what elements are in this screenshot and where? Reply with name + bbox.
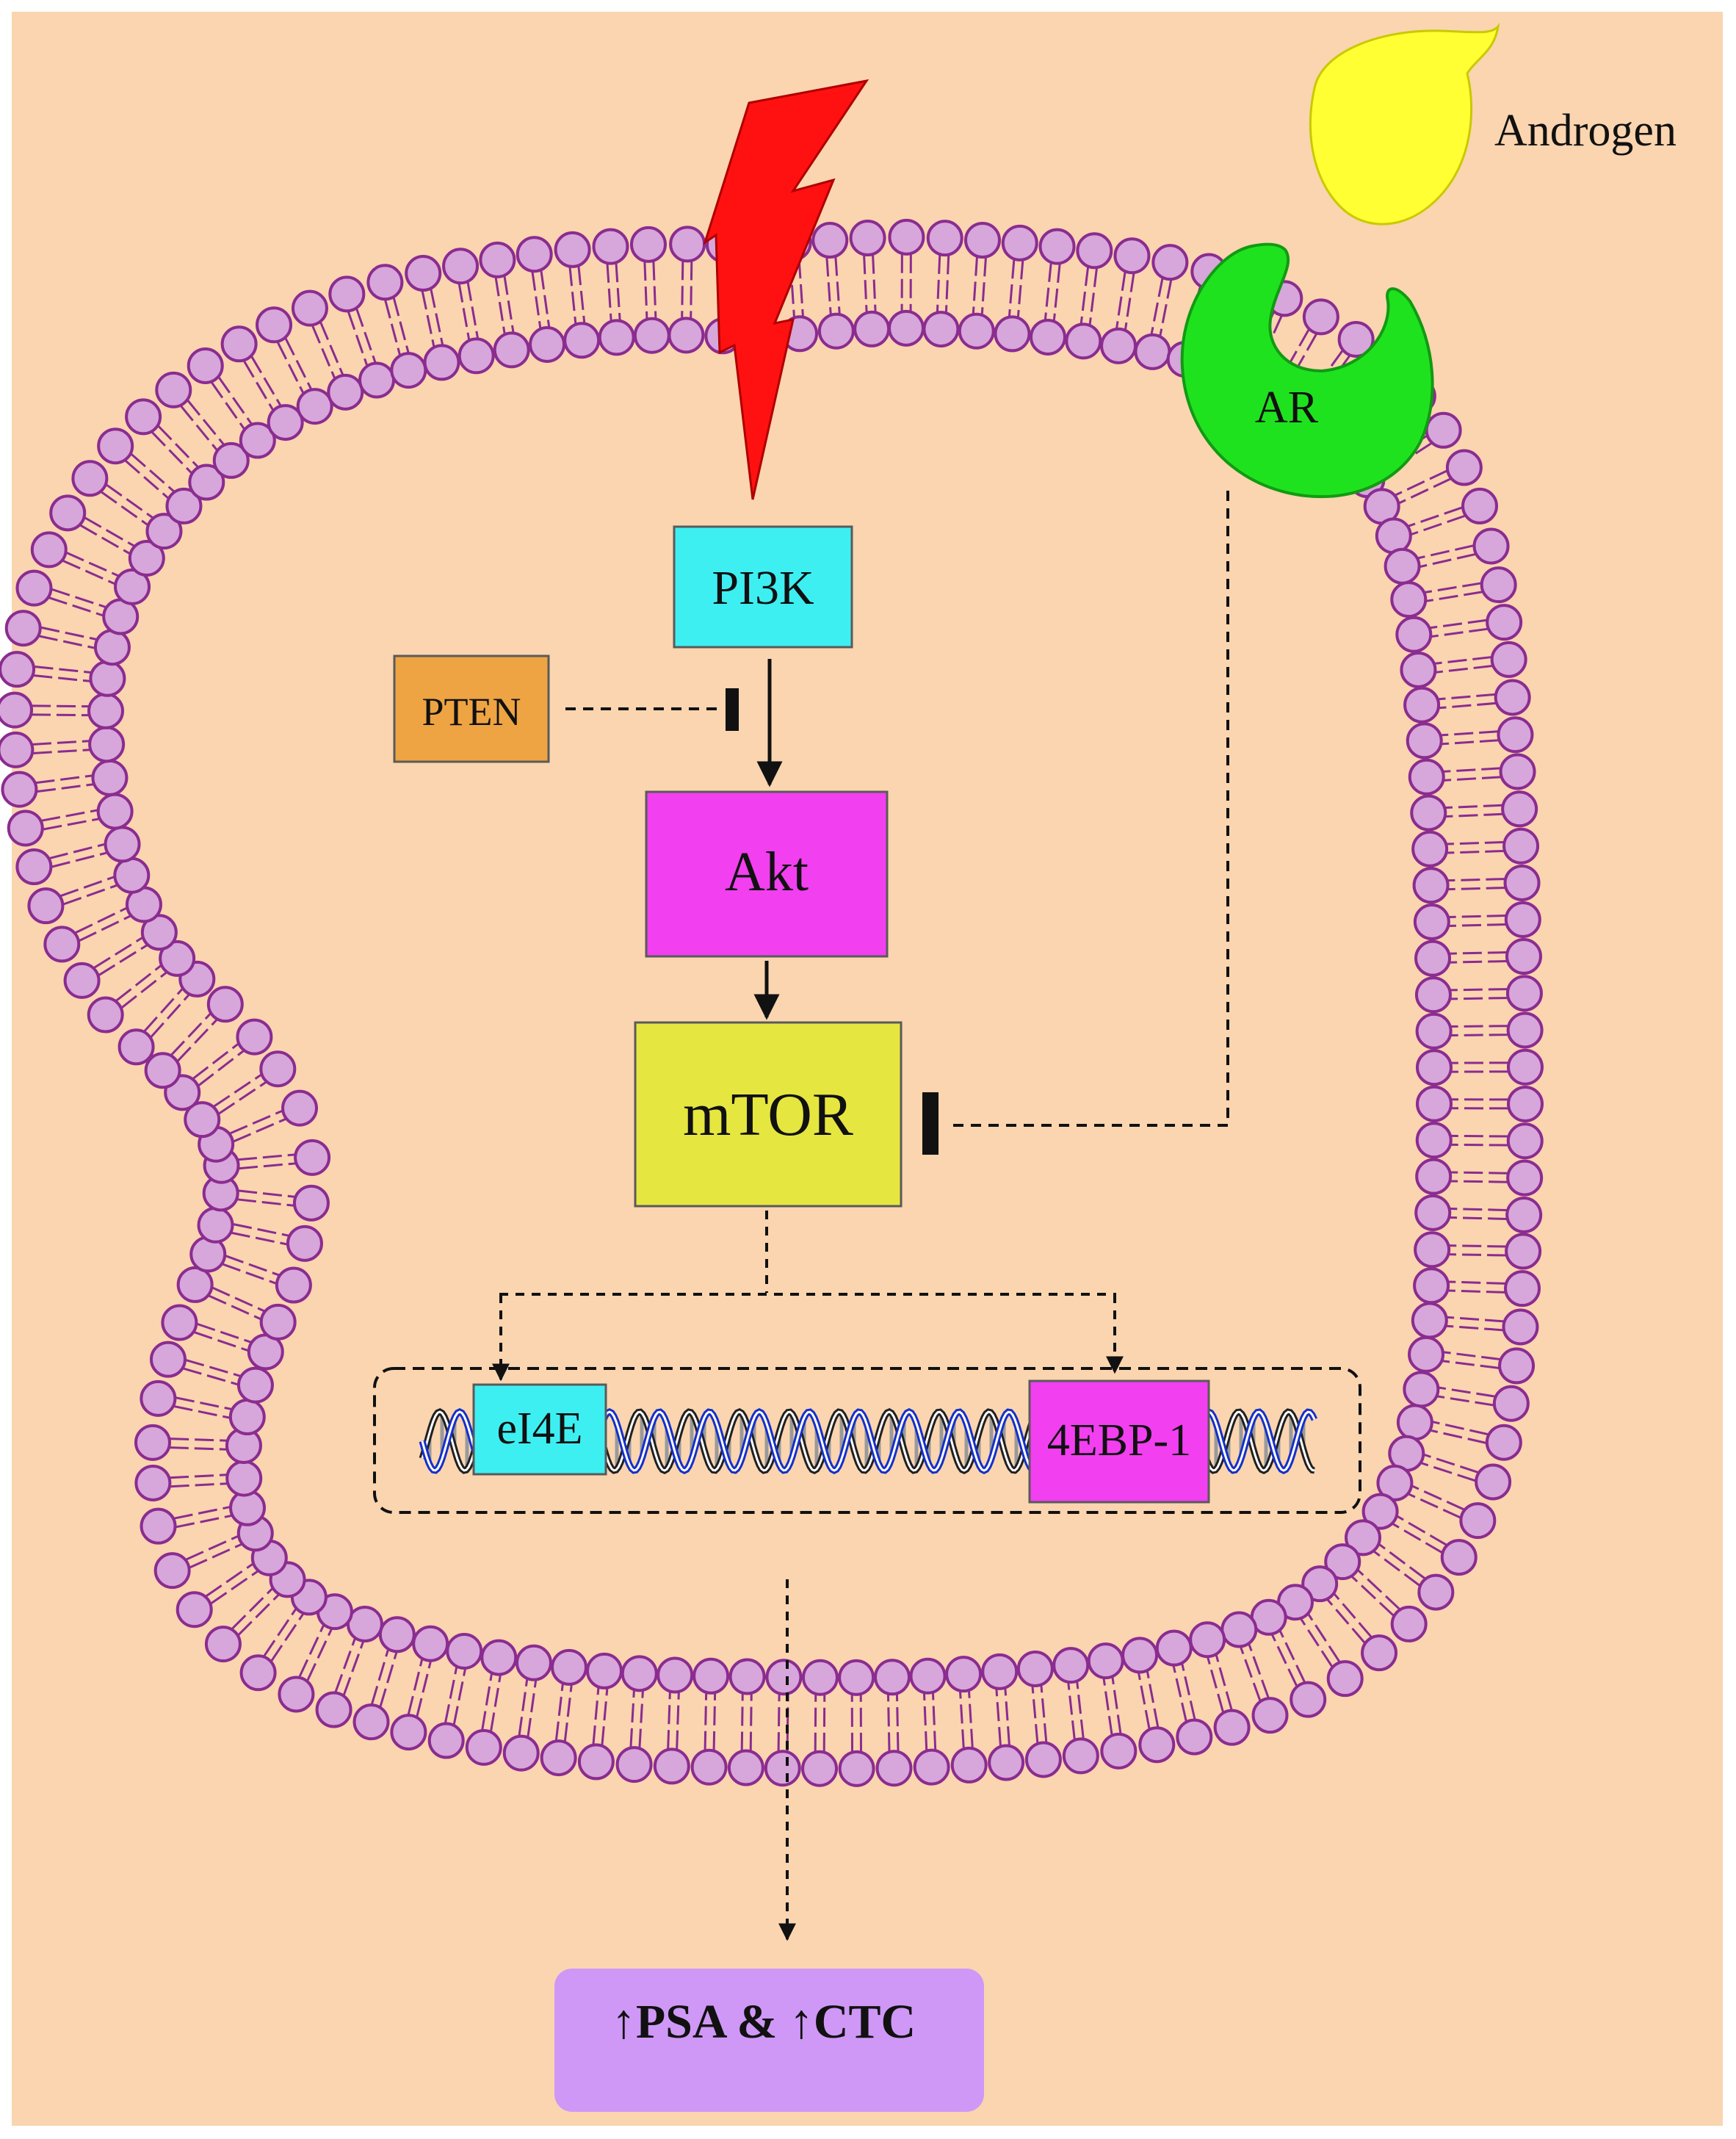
eif4e-box	[472, 1383, 607, 1476]
lightning-bolt-icon	[703, 79, 869, 500]
pten-label: PTEN	[422, 690, 521, 734]
mtor-box	[634, 1021, 903, 1208]
receptor-cup-icon	[1180, 242, 1434, 499]
eif4e-label: eI4E	[496, 1404, 582, 1454]
pten-inhibition-bar	[726, 688, 739, 731]
translation-region	[373, 1367, 1361, 1514]
pten-box	[393, 654, 550, 763]
4ebp1-box	[1028, 1379, 1210, 1504]
ar-inhibition-bar	[922, 1092, 938, 1155]
androgen-blob-icon	[1309, 22, 1500, 226]
ar-inhibition-line	[947, 491, 1229, 1127]
akt-box	[645, 790, 889, 958]
4ebp1-label: 4EBP-1	[1047, 1415, 1191, 1465]
pi3k-box	[673, 525, 853, 649]
mtor-label: mTOR	[683, 1081, 853, 1149]
outcome-box	[554, 1969, 984, 2112]
outcome-label: ↑PSA & ↑CTC	[612, 1995, 916, 2049]
pi3k-label: PI3K	[712, 561, 814, 615]
akt-label: Akt	[725, 841, 809, 903]
androgen-label: Androgen	[1494, 106, 1677, 156]
receptor-label: AR	[1255, 383, 1319, 433]
